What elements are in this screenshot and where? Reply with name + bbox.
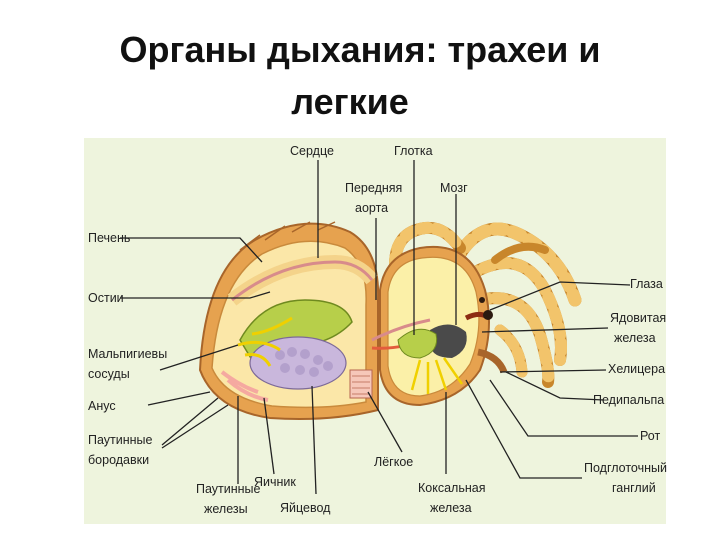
label-lung: Лёгкое: [374, 455, 413, 469]
eye: [479, 297, 485, 303]
label-chelicera: Хелицера: [608, 362, 665, 376]
label-brain: Мозг: [440, 181, 468, 195]
cephalothorax: [379, 245, 490, 407]
label-subpharyngeal-2: ганглий: [612, 481, 656, 495]
label-coxal-gland-2: железа: [430, 501, 472, 515]
labels: Сердце Глотка Передняя аорта Мозг Печень…: [88, 144, 667, 516]
label-liver: Печень: [88, 231, 130, 245]
book-lung-organ: [349, 369, 373, 399]
slide-title: Органы дыхания: трахеи и легкие: [0, 24, 720, 128]
eye: [483, 310, 493, 320]
ovary-organ: [249, 336, 347, 390]
label-eyes: Глаза: [630, 277, 663, 291]
label-pharynx: Глотка: [394, 144, 433, 158]
label-spinnerets-2: бородавки: [88, 453, 149, 467]
label-malpighian-2: сосуды: [88, 367, 130, 381]
label-coxal-gland-1: Коксальная: [418, 481, 485, 495]
label-pedipalp: Педипальпа: [593, 393, 664, 407]
label-malpighian-1: Мальпигиевы: [88, 347, 167, 361]
label-venom-gland-1: Ядовитая: [610, 311, 666, 325]
label-anterior-aorta-2: аорта: [355, 201, 388, 215]
label-anterior-aorta-1: Передняя: [345, 181, 402, 195]
brain-organ: [430, 324, 467, 358]
title-line-2: легкие: [291, 81, 409, 122]
label-anus: Анус: [88, 399, 116, 413]
label-ovary: Яичник: [254, 475, 296, 489]
label-oviduct: Яйцевод: [280, 501, 331, 515]
label-silk-glands-2: железы: [204, 502, 248, 516]
label-ostia: Остии: [88, 291, 124, 305]
leader-lines: [120, 160, 638, 495]
label-silk-glands-1: Паутинные: [196, 482, 261, 496]
label-mouth: Рот: [640, 429, 660, 443]
label-heart: Сердце: [290, 144, 334, 158]
label-subpharyngeal-1: Подглоточный: [584, 461, 667, 475]
label-venom-gland-2: железа: [614, 331, 656, 345]
label-spinnerets-1: Паутинные: [88, 433, 153, 447]
title-line-1: Органы дыхания: трахеи и: [119, 29, 601, 70]
